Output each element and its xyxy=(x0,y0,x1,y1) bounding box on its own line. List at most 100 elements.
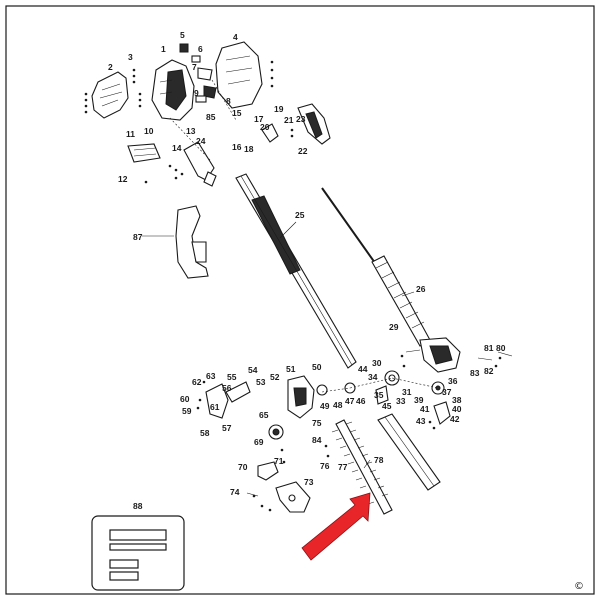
callout-61: 61 xyxy=(210,402,220,412)
callout-62: 62 xyxy=(192,377,202,387)
callout-4: 4 xyxy=(233,32,238,42)
switch-and-small-parts xyxy=(179,43,217,103)
callout-70: 70 xyxy=(238,462,248,472)
drive-shaft xyxy=(321,187,431,347)
callout-36: 36 xyxy=(448,376,458,386)
manual-label-box xyxy=(91,515,185,591)
crank-and-pinion xyxy=(257,401,451,481)
callout-85: 85 xyxy=(206,112,216,122)
hedge-blade xyxy=(331,419,393,515)
battery-housing xyxy=(215,41,263,109)
callout-47: 47 xyxy=(345,396,355,406)
callout-1: 1 xyxy=(161,44,166,54)
callout-37: 37 xyxy=(442,387,452,397)
callout-48: 48 xyxy=(333,400,343,410)
callout-44: 44 xyxy=(358,364,368,374)
callout-46: 46 xyxy=(356,396,366,406)
left-housing-half xyxy=(91,71,129,119)
callout-80: 80 xyxy=(496,343,506,353)
callout-10: 10 xyxy=(144,126,154,136)
right-housing-half xyxy=(151,59,195,121)
callout-69: 69 xyxy=(254,437,264,447)
lock-off-button xyxy=(127,143,161,163)
callout-43: 43 xyxy=(416,416,426,426)
callout-51: 51 xyxy=(286,364,296,374)
callout-numbers: 1 2 3 4 5 6 7 8 9 10 11 12 13 14 15 16 1… xyxy=(108,30,584,592)
callout-57: 57 xyxy=(222,423,232,433)
callout-60: 60 xyxy=(180,394,190,404)
lower-gear-housing xyxy=(287,375,315,419)
callout-26: 26 xyxy=(416,284,426,294)
callout-18: 18 xyxy=(244,144,254,154)
callout-13: 13 xyxy=(186,126,196,136)
callout-14: 14 xyxy=(172,143,182,153)
callout-74: 74 xyxy=(230,487,240,497)
screws xyxy=(84,60,513,512)
callout-20: 20 xyxy=(260,122,270,132)
callout-3: 3 xyxy=(128,52,133,62)
callout-58: 58 xyxy=(200,428,210,438)
callout-56: 56 xyxy=(222,383,232,393)
shoulder-strap xyxy=(175,205,209,279)
red-pointer-arrow xyxy=(301,492,371,561)
callout-75: 75 xyxy=(312,418,322,428)
callout-33: 33 xyxy=(396,396,406,406)
callout-41: 41 xyxy=(420,404,430,414)
gear-cover-left xyxy=(205,381,251,419)
callout-35: 35 xyxy=(374,390,384,400)
leader-lines xyxy=(142,79,439,497)
callout-11: 11 xyxy=(126,129,135,139)
callout-24: 24 xyxy=(196,136,206,146)
callout-17: 17 xyxy=(254,114,264,124)
callout-38: 38 xyxy=(452,395,462,405)
callout-12: 12 xyxy=(118,174,128,184)
callout-21: 21 xyxy=(284,115,294,125)
callout-42: 42 xyxy=(450,414,460,424)
callout-31: 31 xyxy=(402,387,412,397)
copyright-mark: © xyxy=(574,581,584,592)
callout-78: 78 xyxy=(374,455,384,465)
callout-82: 82 xyxy=(484,366,494,376)
callout-23: 23 xyxy=(296,114,306,124)
callout-87: 87 xyxy=(133,232,143,242)
handle-assembly xyxy=(261,103,331,145)
callout-73: 73 xyxy=(304,477,314,487)
callout-40: 40 xyxy=(452,404,462,414)
blade-guard xyxy=(377,413,441,491)
callout-77: 77 xyxy=(338,462,348,472)
callout-15: 15 xyxy=(232,108,242,118)
callout-63: 63 xyxy=(206,371,216,381)
callout-16: 16 xyxy=(232,142,242,152)
callout-9: 9 xyxy=(194,88,199,98)
callout-49: 49 xyxy=(320,401,330,411)
callout-84: 84 xyxy=(312,435,322,445)
gear-and-bearings xyxy=(316,370,445,405)
callout-54: 54 xyxy=(248,365,258,375)
main-tube xyxy=(235,173,357,369)
callout-29: 29 xyxy=(389,322,399,332)
blade-cover-plate xyxy=(275,481,311,513)
callout-7: 7 xyxy=(192,62,197,72)
callout-19: 19 xyxy=(274,104,284,114)
callout-34: 34 xyxy=(368,372,378,382)
callout-55: 55 xyxy=(227,372,237,382)
callout-50: 50 xyxy=(312,362,322,372)
trigger-lever xyxy=(183,141,217,187)
callout-52: 52 xyxy=(270,372,280,382)
callout-8: 8 xyxy=(226,96,231,106)
callout-71: 71 xyxy=(274,456,284,466)
callout-83: 83 xyxy=(470,368,480,378)
callout-30: 30 xyxy=(372,358,382,368)
callout-39: 39 xyxy=(414,395,424,405)
callout-65: 65 xyxy=(259,410,269,420)
diagram-border xyxy=(5,5,595,595)
callout-76: 76 xyxy=(320,461,330,471)
callout-81: 81 xyxy=(484,343,494,353)
callout-53: 53 xyxy=(256,377,266,387)
callout-25: 25 xyxy=(295,210,305,220)
callout-59: 59 xyxy=(182,406,192,416)
callout-6: 6 xyxy=(198,44,203,54)
gear-housing-right xyxy=(419,337,461,373)
